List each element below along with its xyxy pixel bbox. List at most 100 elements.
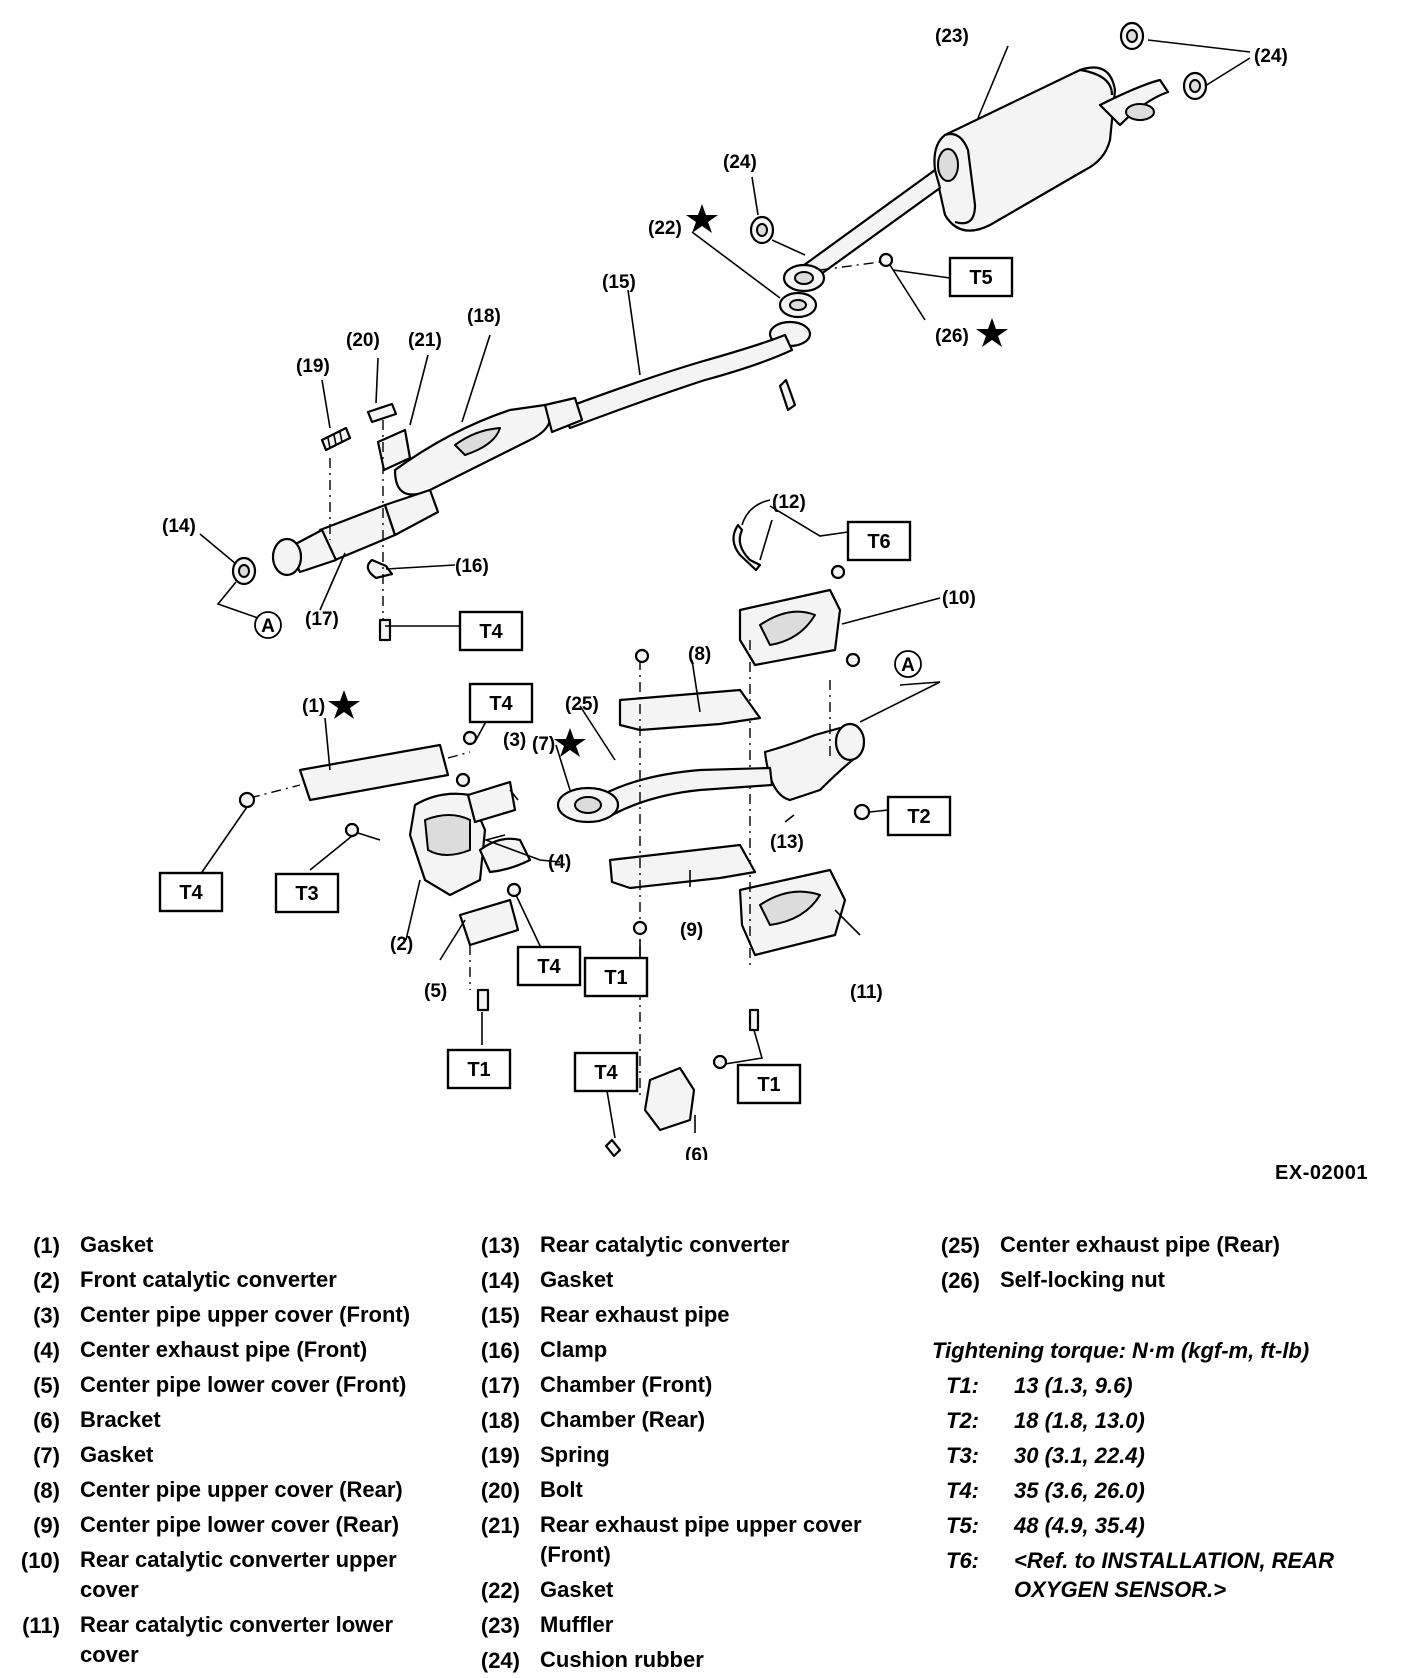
- callout-7: (7): [532, 734, 555, 755]
- figure-code: EX-02001: [1275, 1162, 1368, 1184]
- upper-cover-10-highlight: [759, 610, 816, 646]
- torque-spec-block: Tightening torque: N·m (kgf-m, ft-lb) T1…: [932, 1333, 1384, 1604]
- star-icon: [976, 318, 1008, 347]
- callout-13: (13): [770, 832, 804, 853]
- torque-box-label: T6: [867, 531, 890, 553]
- callout-2: (2): [390, 934, 413, 955]
- legend-item-number: (1): [33, 1233, 60, 1258]
- reference-mark-a-left: A: [254, 611, 282, 639]
- torque-item: T2:18 (1.8, 13.0): [934, 1403, 1384, 1438]
- legend-item-name: Clamp: [540, 1337, 608, 1362]
- torque-key: T4:: [946, 1478, 979, 1503]
- self-locking-nut-26: [878, 252, 894, 268]
- legend-item-name: Gasket: [80, 1442, 154, 1467]
- legend-item: (18) Chamber (Rear): [460, 1403, 900, 1438]
- torque-box-t3: T3: [274, 872, 340, 914]
- legend-item-name: Front catalytic converter: [80, 1267, 337, 1292]
- callout-10: (10): [942, 588, 976, 609]
- callout-22: (22): [648, 218, 682, 239]
- torque-box-label: T4: [594, 1062, 618, 1084]
- legend-item: (19)Spring: [460, 1438, 900, 1473]
- legend-item-name: Center pipe upper cover (Rear): [80, 1477, 403, 1502]
- callout-23: (23): [935, 26, 969, 47]
- bolt-t4-bracket: [604, 1138, 622, 1158]
- legend-item-number: (3): [33, 1303, 60, 1328]
- nut-right-upper: [845, 652, 861, 668]
- legend-column-3: (25)Center exhaust pipe (Rear)(26)Self-l…: [920, 1228, 1370, 1298]
- nut-t1-center: [632, 920, 648, 936]
- callout-24-mid: (24): [723, 152, 757, 173]
- torque-box-t6: T6: [846, 520, 912, 562]
- torque-box-t4: T4: [158, 871, 224, 913]
- rear-cat-flange: [834, 722, 866, 762]
- torque-box-label: T4: [489, 693, 513, 715]
- legend-item-number: (14): [480, 1268, 520, 1293]
- torque-box-t2: T2: [886, 795, 952, 837]
- chamber-rear-highlight: [454, 427, 501, 456]
- legend-item: (23)Muffler: [460, 1608, 900, 1643]
- torque-value: <Ref. to INSTALLATION, REAR OXYGEN SENSO…: [1014, 1548, 1335, 1602]
- torque-item: T4:35 (3.6, 26.0): [934, 1473, 1384, 1508]
- rear-oxygen-sensor-part: [732, 523, 762, 572]
- legend-item: (3)Center pipe upper cover (Front): [0, 1298, 440, 1333]
- torque-box-t1: T1: [736, 1063, 802, 1105]
- center-exhaust-pipe-front-part: [478, 837, 532, 874]
- nut-center-upper: [634, 648, 650, 664]
- callout-5: (5): [424, 981, 447, 1002]
- legend-item-name: Gasket: [80, 1232, 154, 1257]
- legend-item: (2)Front catalytic converter: [0, 1263, 440, 1298]
- front-flange: [271, 537, 303, 577]
- legend-item-number: (19): [480, 1443, 520, 1468]
- front-cat-highlight: [424, 814, 471, 856]
- callout-15: (15): [602, 272, 636, 293]
- torque-value: 48 (4.9, 35.4): [1014, 1513, 1145, 1538]
- legend-item-name: Rear oxygen sensor: [80, 1673, 440, 1678]
- callout-6: (6): [685, 1145, 708, 1160]
- legend-item: (13)Rear catalytic converter: [460, 1228, 900, 1263]
- torque-box-label: T4: [537, 956, 561, 978]
- legend-item-name: Self-locking nut: [1000, 1267, 1165, 1292]
- legend-item: (12)Rear oxygen sensor: [0, 1673, 440, 1678]
- legend-item-name: Chamber (Rear): [540, 1407, 706, 1432]
- nut-t4c: [506, 882, 522, 898]
- legend-item: (1) Gasket: [0, 1228, 440, 1263]
- torque-list: T1: 13 (1.3, 9.6) T2:18 (1.8, 13.0)T3:30 (…: [934, 1368, 1384, 1604]
- legend-item-number: (18): [480, 1408, 520, 1433]
- clamp-16-part: [366, 558, 394, 580]
- nut-t2: [853, 803, 871, 821]
- legend-item: (5)Center pipe lower cover (Front): [0, 1368, 440, 1403]
- legend-item-number: (4): [33, 1338, 60, 1363]
- bolt-t1-left: [476, 988, 490, 1012]
- legend-item-number: (7): [33, 1443, 60, 1468]
- legend-item-name: Rear catalytic converter upper cover: [80, 1547, 397, 1602]
- legend-item-name: Center exhaust pipe (Front): [80, 1337, 368, 1362]
- leader-lines: [199, 39, 1251, 1139]
- rear-catalytic-converter-part: [763, 726, 857, 802]
- torque-box-label: T3: [295, 883, 318, 905]
- muffler-inlet-pipe: [798, 168, 942, 284]
- legend-item-number: (25): [940, 1233, 980, 1258]
- callout-8: (8): [688, 644, 711, 665]
- legend-item-number: (5): [33, 1373, 60, 1398]
- legend-item-number: (9): [33, 1513, 60, 1538]
- legend-item-number: (21): [480, 1513, 520, 1538]
- torque-value: 13 (1.3, 9.6): [1014, 1373, 1133, 1398]
- bolt-t1-right: [748, 1008, 760, 1032]
- legend-item-name: Rear exhaust pipe upper cover (Front): [540, 1512, 862, 1567]
- legend-item: (6)Bracket: [0, 1403, 440, 1438]
- torque-title: Tightening torque: N·m (kgf-m, ft-lb): [932, 1338, 1310, 1363]
- callout-1: (1): [302, 696, 325, 717]
- star-icon: [328, 690, 360, 719]
- torque-item: T1: 13 (1.3, 9.6): [934, 1368, 1384, 1403]
- callout-14: (14): [162, 516, 196, 537]
- torque-key: T1:: [946, 1373, 979, 1398]
- legend-item: (17)Chamber (Front): [460, 1368, 900, 1403]
- upper-cover-21-part: [376, 428, 412, 472]
- legend-item-name: Chamber (Front): [540, 1372, 713, 1397]
- legend-item: (11)Rear catalytic converter lower cover: [0, 1608, 440, 1673]
- legend-item-name: Muffler: [540, 1612, 614, 1637]
- legend-item: (26)Self-locking nut: [920, 1263, 1370, 1298]
- torque-item: T3:30 (3.1, 22.4): [934, 1438, 1384, 1473]
- torque-item: T5:48 (4.9, 35.4): [934, 1508, 1384, 1543]
